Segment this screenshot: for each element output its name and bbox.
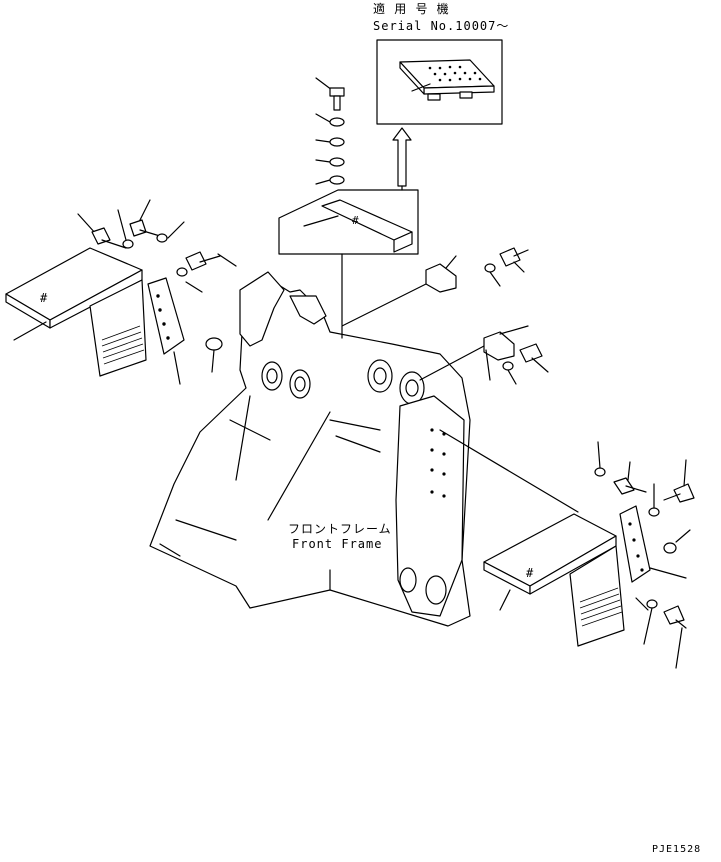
front-frame-label-jp: フロントフレーム <box>288 522 392 536</box>
leader-lines <box>341 185 579 513</box>
upgrade-arrow <box>392 127 412 187</box>
right-step-assembly: # <box>483 441 695 669</box>
bracket-detail-box: # <box>278 189 419 326</box>
step-marker-mid: # <box>352 214 359 227</box>
front-frame-label-en: Front Frame <box>292 537 383 551</box>
step-marker-right: # <box>526 566 534 580</box>
serial-number-text: Serial No.10007～ <box>373 19 510 33</box>
bolt-stack-top <box>315 77 345 185</box>
drawing-code: PJE1528 <box>652 844 702 855</box>
step-marker-left: # <box>40 291 48 305</box>
serial-detail-box <box>376 39 503 125</box>
left-step-assembly: # <box>5 199 237 385</box>
right-upper-brackets <box>425 247 549 385</box>
serial-heading-jp: 適 用 号 機 <box>373 2 450 16</box>
front-frame <box>149 271 471 627</box>
